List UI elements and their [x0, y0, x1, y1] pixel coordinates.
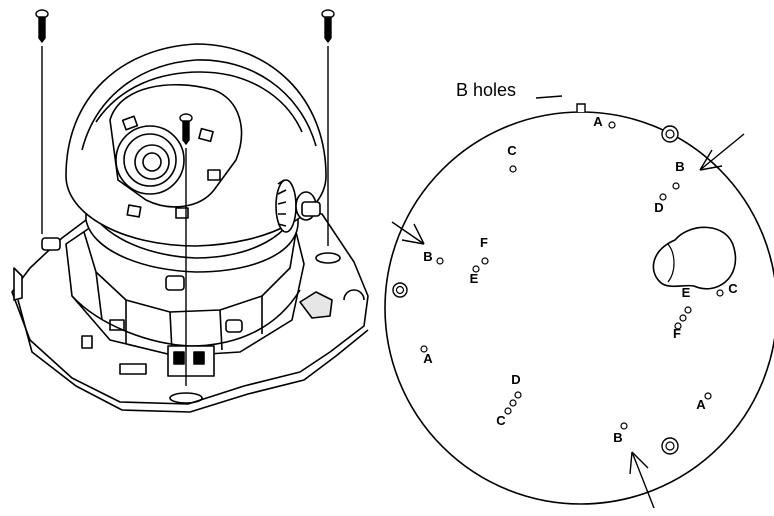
- camera-lens: [115, 125, 185, 195]
- guide-lines: [41, 46, 329, 386]
- hole-label-c: C: [496, 413, 506, 428]
- screw-icon: [321, 9, 335, 44]
- hole-label-e: E: [682, 285, 691, 300]
- cable-hole: [652, 226, 737, 290]
- hole-label-a: A: [593, 114, 603, 129]
- hole-label-c: C: [507, 143, 517, 158]
- hole-label-e: E: [470, 271, 479, 286]
- hole-label-b: B: [613, 430, 622, 445]
- hole-label-b: B: [423, 249, 432, 264]
- hole-label-f: F: [480, 235, 488, 250]
- hole-label-a: A: [696, 397, 706, 412]
- b-holes-title: B holes: [456, 80, 516, 100]
- hole-label-f: F: [673, 326, 681, 341]
- hole-label-d: D: [654, 200, 663, 215]
- b-hole-arrows: [391, 95, 745, 509]
- screw-icon: [179, 113, 193, 146]
- dome-camera: [11, 43, 369, 413]
- hole-label-b: B: [675, 159, 684, 174]
- mounting-template: [384, 95, 774, 509]
- hole-label-c: C: [728, 281, 738, 296]
- hole-labels: A C B D B F E E C F A D C A B: [423, 114, 738, 445]
- hole-label-a: A: [423, 351, 433, 366]
- screw-icon: [35, 9, 49, 44]
- hole-label-d: D: [511, 372, 520, 387]
